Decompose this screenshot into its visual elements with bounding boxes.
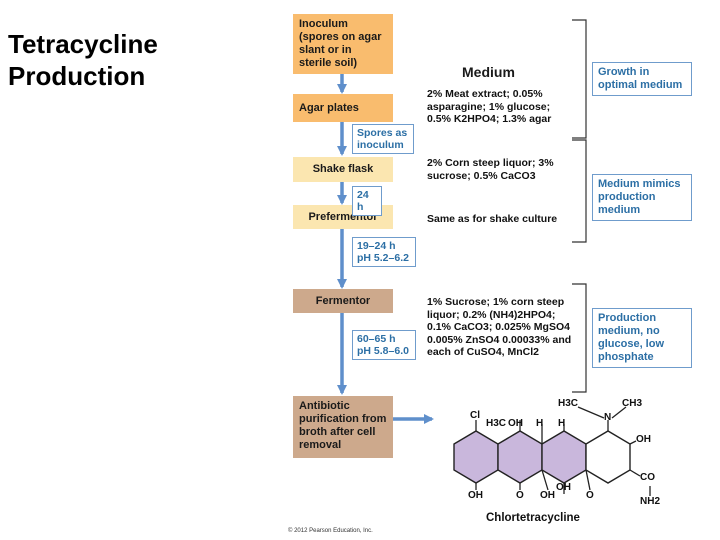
- atom-h3c-n: H3C: [558, 398, 579, 409]
- title-line-2: Production: [8, 61, 146, 91]
- label-production: Production medium, no glucose, low phosp…: [592, 308, 692, 368]
- medium-fermentor: 1% Sucrose; 1% corn steep liquor; 0.2% (…: [427, 296, 572, 358]
- atom-co: CO: [640, 472, 655, 483]
- atom-oh-right: OH: [636, 434, 651, 445]
- note-prefermentor-conditions: 19–24 h pH 5.2–6.2: [352, 237, 416, 267]
- label-mimics-text: Medium mimics production medium: [598, 178, 681, 216]
- note-fermentor-conditions: 60–65 h pH 5.8–6.0: [352, 330, 416, 360]
- note-24h: 24 h: [352, 186, 382, 216]
- atom-oh-top: OH: [508, 418, 523, 429]
- bracket-production: [572, 283, 587, 393]
- stage-purification: Antibiotic purification from broth after…: [293, 396, 393, 458]
- stage-inoculum: Inoculum (spores on agar slant or in ste…: [293, 14, 393, 74]
- stage-fermentor-text: Fermentor: [315, 294, 371, 307]
- medium-heading: Medium: [462, 64, 515, 80]
- copyright: © 2012 Pearson Education, Inc.: [288, 528, 373, 534]
- medium-prefermentor: Same as for shake culture: [427, 213, 558, 225]
- label-production-text: Production medium, no glucose, low phosp…: [598, 312, 665, 363]
- note-24h-text: 24 h: [357, 189, 369, 213]
- note-prefermentor-conditions-text: 19–24 h pH 5.2–6.2: [357, 240, 409, 264]
- label-mimics: Medium mimics production medium: [592, 174, 692, 221]
- stage-agar-plates: Agar plates: [293, 94, 393, 122]
- atom-oh-bottom-3: OH: [556, 482, 571, 493]
- atom-oh-bottom-1: OH: [468, 490, 483, 501]
- title-line-1: Tetracycline: [8, 29, 158, 59]
- note-fermentor-conditions-text: 60–65 h pH 5.8–6.0: [357, 333, 409, 357]
- label-growth-text: Growth in optimal medium: [598, 66, 683, 91]
- atom-h3c: H3C: [486, 418, 507, 429]
- atom-h1: H: [536, 418, 544, 429]
- atom-cl: Cl: [470, 410, 480, 421]
- stage-inoculum-text: Inoculum (spores on agar slant or in ste…: [299, 18, 382, 69]
- note-spores-text: Spores as inoculum: [357, 127, 408, 151]
- medium-agar: 2% Meat extract; 0.05% asparagine; 1% gl…: [427, 88, 552, 125]
- atom-o-bottom-1: O: [516, 490, 524, 501]
- molecule-name: Chlortetracycline: [486, 512, 580, 524]
- medium-shake: 2% Corn steep liquor; 3% sucrose; 0.5% C…: [427, 157, 554, 182]
- stage-agar-plates-text: Agar plates: [299, 101, 359, 114]
- stage-fermentor: Fermentor: [293, 289, 393, 313]
- atom-nh2: NH2: [640, 496, 661, 507]
- bracket-mimics: [572, 139, 587, 243]
- stage-purification-text: Antibiotic purification from broth after…: [299, 400, 387, 451]
- page-title: Tetracycline Production: [8, 28, 158, 92]
- stage-shake-flask: Shake flask: [293, 157, 393, 182]
- label-growth: Growth in optimal medium: [592, 62, 692, 96]
- atom-ch3: CH3: [622, 398, 643, 409]
- atom-n: N: [604, 412, 612, 423]
- note-spores: Spores as inoculum: [352, 124, 414, 154]
- atom-h2: H: [558, 418, 566, 429]
- bracket-growth: [572, 19, 587, 139]
- stage-shake-flask-text: Shake flask: [312, 163, 374, 175]
- atom-oh-bottom-2: OH: [540, 490, 555, 501]
- atom-o-bottom-2: O: [586, 490, 594, 501]
